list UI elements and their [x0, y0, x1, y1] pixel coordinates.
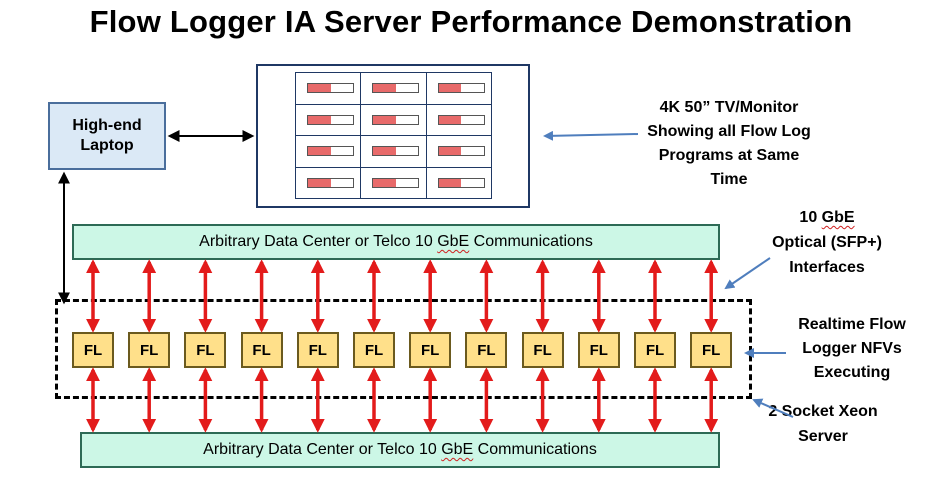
progress-fill — [308, 84, 331, 92]
monitor-label: 4K 50” TV/Monitor Showing all Flow Log P… — [647, 99, 811, 188]
laptop-box: High-end Laptop — [48, 102, 166, 170]
flow-log-progress-bar — [437, 177, 485, 188]
flow-log-cell — [360, 103, 427, 136]
progress-fill — [308, 115, 331, 124]
flow-log-progress-bar — [307, 114, 354, 125]
flow-log-progress-bar — [307, 83, 354, 93]
progress-fill — [438, 115, 462, 124]
fl-box: FL — [577, 332, 620, 368]
fl-box: FL — [296, 332, 339, 368]
progress-fill — [373, 178, 396, 187]
fl-box: FL — [128, 332, 171, 368]
comm-bottom-text: Arbitrary Data Center or Telco 10 GbE Co… — [203, 441, 597, 458]
fl-box: FL — [465, 332, 508, 368]
flow-log-progress-bar — [437, 146, 485, 156]
comm-top-text: Arbitrary Data Center or Telco 10 GbE Co… — [199, 233, 593, 250]
xeon-server-label: 2 Socket Xeon Server — [768, 403, 878, 445]
flow-log-progress-bar — [437, 83, 485, 93]
progress-fill — [373, 115, 396, 124]
fl-box: FL — [72, 332, 114, 368]
fl-box: FL — [634, 332, 676, 368]
fl-box: FL — [353, 332, 395, 368]
monitor-pointer-arrow — [543, 130, 639, 141]
flow-log-cell — [295, 135, 362, 168]
page-title: Flow Logger IA Server Performance Demons… — [89, 4, 853, 39]
monitor-box — [256, 64, 530, 208]
progress-fill — [438, 84, 462, 92]
fl-box: FL — [240, 332, 283, 368]
flow-log-progress-bar — [372, 146, 420, 156]
sfp-interfaces-label: 10 GbE Optical (SFP+) Interfaces — [772, 209, 882, 276]
flow-log-grid — [295, 72, 492, 199]
fl-box: FL — [409, 332, 452, 368]
fl-box: FL — [690, 332, 733, 368]
flow-log-cell — [425, 135, 492, 168]
laptop-label: High-end Laptop — [72, 117, 142, 154]
sfp-pointer-arrow — [724, 257, 771, 290]
comm-bar-top: Arbitrary Data Center or Telco 10 GbE Co… — [72, 224, 720, 260]
fl-box: FL — [521, 332, 564, 368]
flow-log-progress-bar — [307, 146, 354, 156]
flow-log-progress-bar — [372, 114, 420, 125]
progress-fill — [438, 178, 462, 187]
flow-log-progress-bar — [372, 177, 420, 188]
progress-fill — [438, 147, 462, 155]
xeon-pointer-arrow — [752, 398, 794, 418]
nfv-label: Realtime Flow Logger NFVs Executing — [798, 316, 906, 381]
flow-log-cell — [425, 166, 492, 199]
progress-fill — [373, 84, 396, 92]
progress-fill — [373, 147, 396, 155]
fl-box: FL — [184, 332, 227, 368]
flow-log-progress-bar — [372, 83, 420, 93]
flow-log-cell — [425, 72, 492, 105]
progress-fill — [308, 147, 331, 155]
flow-log-cell — [360, 166, 427, 199]
progress-fill — [308, 178, 331, 187]
comm-bar-bottom: Arbitrary Data Center or Telco 10 GbE Co… — [80, 432, 720, 468]
flow-log-progress-bar — [307, 177, 354, 188]
flow-log-cell — [425, 103, 492, 136]
flow-log-progress-bar — [437, 114, 485, 125]
